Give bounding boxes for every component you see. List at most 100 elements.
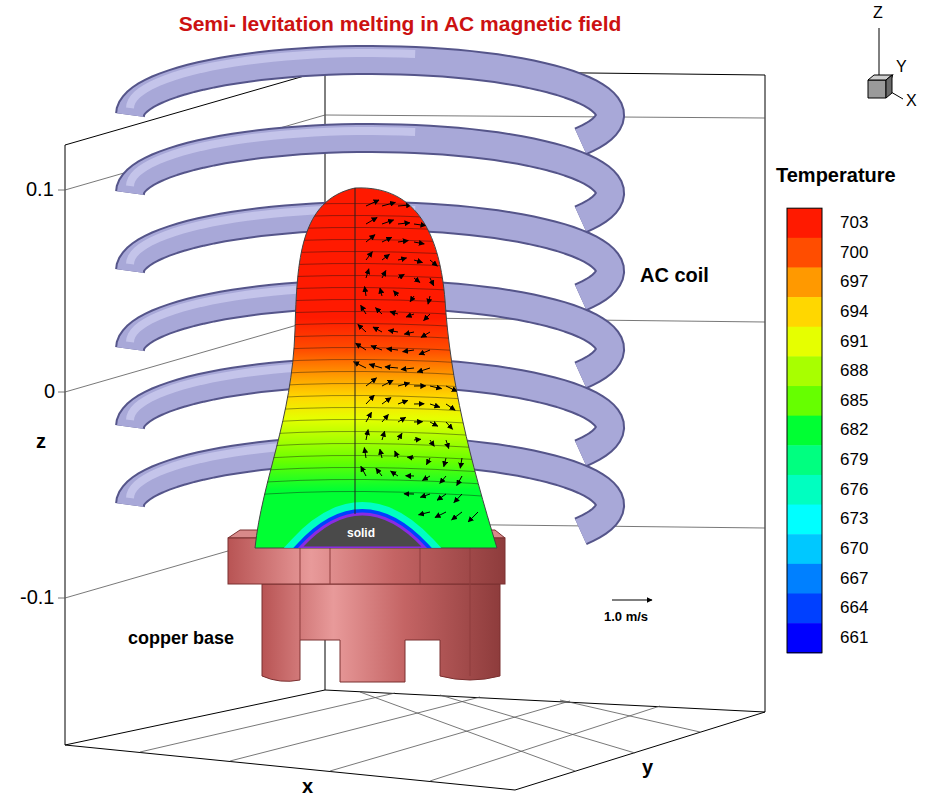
tick-label: 0	[44, 380, 55, 403]
velocity-vector	[414, 439, 421, 441]
legend-swatch	[787, 505, 822, 535]
legend-label: 667	[840, 569, 868, 589]
reference-vector	[612, 599, 652, 600]
velocity-vector	[398, 205, 412, 206]
velocity-vector	[391, 471, 398, 476]
velocity-vector	[398, 241, 408, 242]
isotherm	[240, 383, 510, 390]
legend-swatch	[787, 445, 822, 475]
melt-region	[255, 188, 497, 548]
legend-swatch	[787, 534, 822, 564]
velocity-vector	[395, 451, 398, 458]
velocity-vector	[444, 458, 446, 467]
velocity-vector	[369, 364, 382, 368]
legend-swatch	[787, 416, 822, 446]
velocity-vector	[440, 476, 446, 483]
isotherm	[240, 347, 510, 354]
velocity-vector	[380, 449, 382, 458]
isotherm	[240, 455, 510, 462]
velocity-vector	[366, 217, 377, 224]
velocity-vector	[373, 327, 382, 332]
velocity-vector	[454, 494, 462, 503]
velocity-vector	[430, 422, 438, 426]
velocity-vector	[382, 414, 388, 422]
velocity-vector	[437, 494, 446, 500]
velocity-vector	[414, 421, 423, 422]
legend-swatch	[787, 356, 822, 386]
velocity-vector	[426, 458, 430, 465]
legend-label: 697	[840, 272, 868, 292]
velocity-vector	[364, 448, 366, 458]
part-label: copper base	[128, 628, 234, 649]
velocity-vector	[366, 269, 369, 278]
legend-label: 673	[840, 509, 868, 529]
velocity-vector	[380, 288, 382, 296]
coil-highlight	[130, 131, 415, 186]
copper-base	[228, 530, 505, 682]
velocity-vector	[356, 343, 366, 350]
legend-swatch	[787, 327, 822, 357]
velocity-vector	[410, 296, 414, 302]
legend-swatch	[787, 267, 822, 297]
velocity-vector	[385, 367, 398, 368]
velocity-vector	[387, 349, 398, 350]
legend-swatch	[787, 208, 822, 238]
velocity-vector	[376, 308, 382, 314]
isotherm	[240, 407, 510, 414]
velocity-vector	[403, 350, 414, 352]
legend-swatch	[787, 238, 822, 268]
solid-region	[300, 514, 425, 548]
velocity-vector	[424, 314, 430, 321]
velocity-vector	[430, 386, 442, 389]
velocity-vector	[430, 404, 440, 407]
isotherm	[240, 359, 510, 366]
isotherm	[240, 419, 510, 426]
legend-swatch	[787, 386, 822, 416]
isotherm	[240, 203, 510, 210]
velocity-vector	[468, 512, 478, 522]
velocity-vector	[358, 324, 366, 332]
velocity-vector	[404, 332, 414, 334]
isotherm	[240, 431, 510, 438]
velocity-vector	[398, 258, 407, 260]
isotherm	[240, 299, 510, 306]
axis-label: x	[302, 775, 313, 798]
velocity-vector	[398, 383, 410, 386]
velocity-vector	[382, 271, 386, 278]
velocity-vector	[390, 312, 398, 314]
chart-title: Semi- levitation melting in AC magnetic …	[100, 12, 700, 36]
velocity-vector	[419, 350, 430, 355]
velocity-vector	[414, 224, 426, 226]
velocity-vector	[388, 330, 398, 332]
color-bar-frame	[787, 208, 822, 653]
velocity-vector	[401, 368, 414, 369]
velocity-vector	[430, 440, 434, 446]
velocity-vector	[366, 378, 377, 386]
tick-label: -0.1	[20, 586, 54, 609]
isotherm	[240, 491, 510, 498]
legend-label: 694	[840, 302, 868, 322]
velocity-vector	[414, 260, 422, 263]
velocity-vector	[406, 475, 414, 476]
legend-label: 679	[840, 450, 868, 470]
isotherm	[240, 275, 510, 282]
tick-label: 0.1	[26, 178, 54, 201]
isotherm	[240, 371, 510, 378]
velocity-vector	[366, 412, 371, 422]
velocity-vector	[382, 431, 385, 440]
part-label: AC coil	[640, 264, 709, 287]
velocity-vector	[376, 468, 382, 476]
legend-label: 691	[840, 332, 868, 352]
axis-box	[65, 70, 765, 790]
velocity-vector	[398, 400, 408, 404]
isotherm	[240, 467, 510, 474]
axis-triad-label: Y	[896, 58, 907, 76]
legend-title: Temperature	[776, 164, 896, 187]
legend-label: 700	[840, 243, 868, 263]
legend-swatch	[787, 475, 822, 505]
velocity-vector	[382, 202, 395, 206]
axis-label: z	[36, 430, 46, 453]
isotherm	[240, 311, 510, 318]
isotherm	[240, 251, 510, 258]
